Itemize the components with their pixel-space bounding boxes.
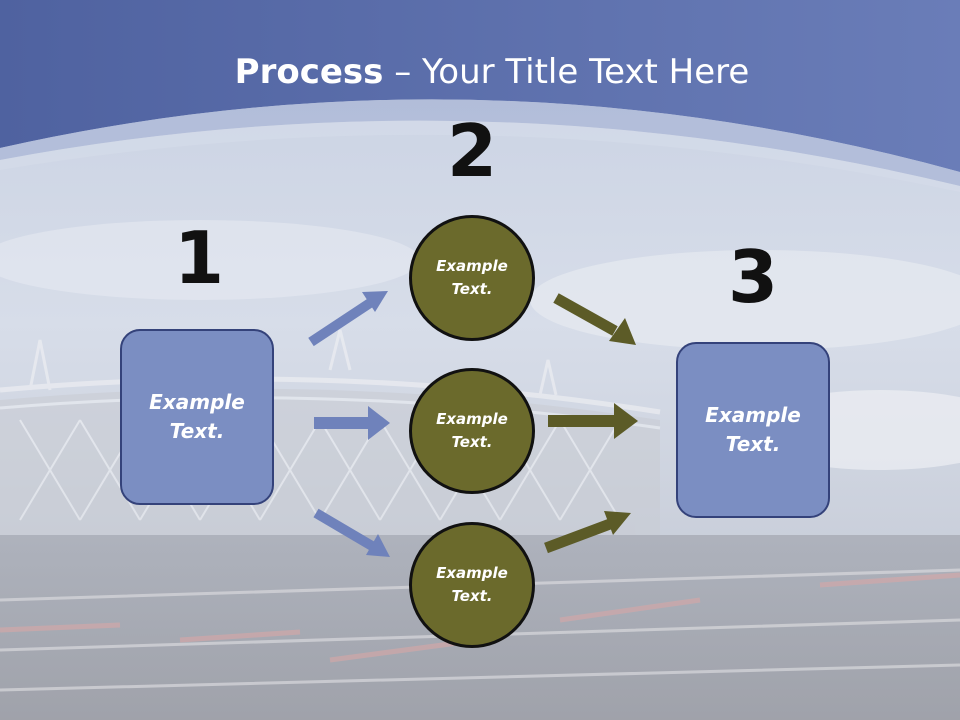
title-dash: – xyxy=(383,52,423,92)
step-3-label: Example Text. xyxy=(705,403,801,456)
arrow-to-bottom-circle xyxy=(313,508,390,557)
title-rest: Your Title Text Here xyxy=(422,52,750,92)
arrow-to-top-circle xyxy=(308,291,388,347)
step-2-circle-bottom[interactable]: Example Text. xyxy=(409,522,535,648)
circle-middle-label: Example Text. xyxy=(436,410,508,451)
arrow-middle-circle-to-box3 xyxy=(548,403,638,439)
title-bold-word: Process xyxy=(234,52,384,92)
step-number-3: 3 xyxy=(727,235,779,319)
step-2-circle-middle[interactable]: Example Text. xyxy=(409,368,535,494)
arrow-top-circle-to-box3 xyxy=(553,293,636,345)
step-number-1: 1 xyxy=(173,216,225,300)
step-1-box[interactable]: Example Text. xyxy=(120,329,274,505)
arrow-bottom-circle-to-box3 xyxy=(544,511,631,554)
circle-top-label: Example Text. xyxy=(436,257,508,298)
circle-bottom-label: Example Text. xyxy=(436,564,508,605)
step-3-box[interactable]: Example Text. xyxy=(676,342,830,518)
step-number-2: 2 xyxy=(446,109,498,193)
slide-title: Process – Your Title Text Here xyxy=(0,52,960,92)
step-1-label: Example Text. xyxy=(149,390,245,443)
step-2-circle-top[interactable]: Example Text. xyxy=(409,215,535,341)
arrow-to-middle-circle xyxy=(314,406,390,440)
